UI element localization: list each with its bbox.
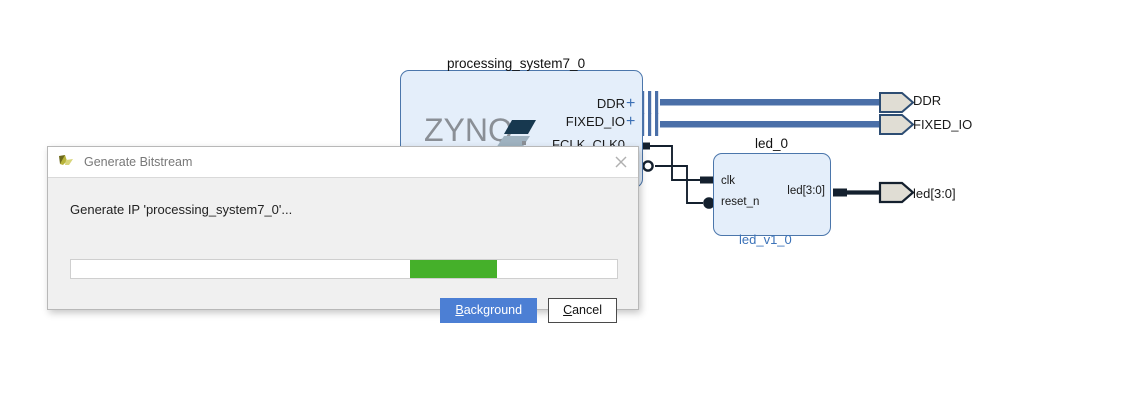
expand-plus-icon-fixed-io[interactable]: + xyxy=(626,113,636,130)
block-led[interactable] xyxy=(713,153,831,236)
progress-bar-chunk xyxy=(409,260,497,278)
external-port-fixed-io xyxy=(879,114,915,135)
generate-bitstream-dialog[interactable]: Generate Bitstream Generate IP 'processi… xyxy=(47,146,639,323)
port-label-clk[interactable]: clk xyxy=(721,175,736,187)
pin-reset-source-inverted xyxy=(642,160,654,172)
external-port-ddr xyxy=(879,92,915,113)
cancel-button-mnemonic: C xyxy=(563,303,573,317)
pin-clk xyxy=(700,176,714,184)
background-button[interactable]: Background xyxy=(440,298,538,323)
zynq-logo-text: ZYNQ xyxy=(424,112,513,148)
port-label-fixed-io[interactable]: FIXED_IO xyxy=(565,114,625,129)
dialog-message: Generate IP 'processing_system7_0'... xyxy=(70,202,293,217)
progress-bar xyxy=(70,259,618,279)
cancel-button-label: ancel xyxy=(572,303,602,317)
zynq-logo-dot xyxy=(522,141,526,145)
dialog-body: Generate IP 'processing_system7_0'... Ba… xyxy=(48,178,638,323)
cancel-button[interactable]: Cancel xyxy=(548,298,617,323)
dialog-button-row: Background Cancel xyxy=(440,298,617,323)
dialog-title-bar[interactable]: Generate Bitstream xyxy=(48,147,638,178)
block-sublabel-led-v1-0: led_v1_0 xyxy=(739,232,792,247)
pin-led-out xyxy=(833,188,847,197)
vivado-logo-icon xyxy=(59,155,73,165)
background-button-label: ackground xyxy=(463,303,523,317)
expand-plus-icon-ddr[interactable]: + xyxy=(626,95,636,112)
block-label-led: led_0 xyxy=(755,136,789,151)
fixedio-bus-connector xyxy=(641,113,882,136)
close-icon[interactable] xyxy=(612,153,630,171)
external-port-led xyxy=(878,181,915,204)
port-label-led-3-0[interactable]: led[3:0] xyxy=(787,185,825,197)
ddr-bus-connector xyxy=(641,91,882,114)
zynq-logo-shape-light xyxy=(496,136,530,148)
background-button-mnemonic: B xyxy=(455,303,464,317)
dialog-title: Generate Bitstream xyxy=(84,155,193,169)
pin-fclk-clk0 xyxy=(636,142,650,150)
external-port-label-fixed-io[interactable]: FIXED_IO xyxy=(913,117,973,132)
external-port-label-ddr[interactable]: DDR xyxy=(913,93,942,108)
wire-fclk-to-clk xyxy=(648,145,704,181)
wire-reset-n xyxy=(655,165,703,204)
external-port-label-led[interactable]: led[3:0] xyxy=(913,186,956,201)
zynq-logo-shape-dark xyxy=(504,120,536,134)
port-label-reset-n[interactable]: reset_n xyxy=(721,196,760,208)
block-label-processing-system7: processing_system7_0 xyxy=(447,56,586,71)
port-label-ddr[interactable]: DDR xyxy=(596,96,625,111)
zynq-logo: ZYNQ xyxy=(424,112,544,154)
